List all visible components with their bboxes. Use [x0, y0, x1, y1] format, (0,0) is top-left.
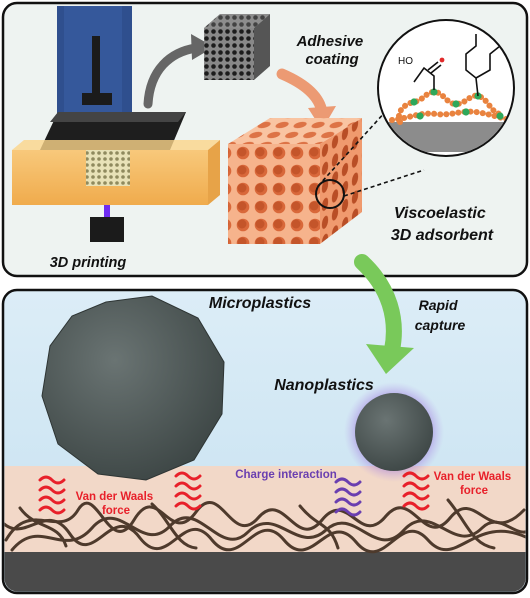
coating-label: Adhesive coating: [296, 33, 368, 68]
foam-cube: [228, 118, 362, 244]
vdw-right-line-1: Van der Waals: [434, 471, 512, 483]
vdw-squiggles-left: [38, 475, 66, 515]
rapid-line-1: Rapid: [419, 297, 458, 313]
base-plate: [4, 552, 526, 592]
vdw-left-line-1: Van der Waals: [76, 491, 154, 503]
charge-squiggles: [334, 477, 362, 517]
rapid-line-2: capture: [415, 317, 466, 333]
rapid-capture-label: Rapid capture: [415, 297, 466, 333]
gray-arrow: [143, 43, 201, 109]
microplastic-particle: [42, 296, 224, 480]
nanoplastics-label: Nanoplastics: [274, 377, 374, 394]
lattice-cube: [204, 14, 270, 80]
printing-label: 3D printing: [50, 255, 127, 271]
adsorbent-line-2: 3D adsorbent: [391, 227, 494, 244]
coating-line-1: Adhesive: [296, 33, 364, 50]
coating-line-2: coating: [305, 51, 358, 68]
microplastics-label: Microplastics: [209, 295, 311, 312]
printer: [12, 6, 220, 242]
polymer-network: [4, 498, 526, 554]
vdw-left-line-2: force: [102, 505, 130, 517]
printed-lattice: [86, 150, 130, 186]
charge-label: Charge interaction: [235, 469, 337, 481]
nanoplastic-particle: [355, 393, 433, 471]
vdw-squiggles-mid: [174, 471, 202, 511]
vdw-right-line-2: force: [460, 485, 488, 497]
adsorbent-label: Viscoelastic 3D adsorbent: [391, 205, 494, 244]
zoom-circle: [315, 179, 345, 209]
chemical-group-label: HO: [398, 56, 413, 67]
vdw-right-label: Van der Waals force: [434, 471, 515, 497]
vdw-left-label: Van der Waals force: [76, 491, 157, 517]
green-arrow: [354, 254, 402, 358]
adsorbent-line-1: Viscoelastic: [394, 205, 486, 222]
vdw-squiggles-right: [402, 471, 430, 511]
